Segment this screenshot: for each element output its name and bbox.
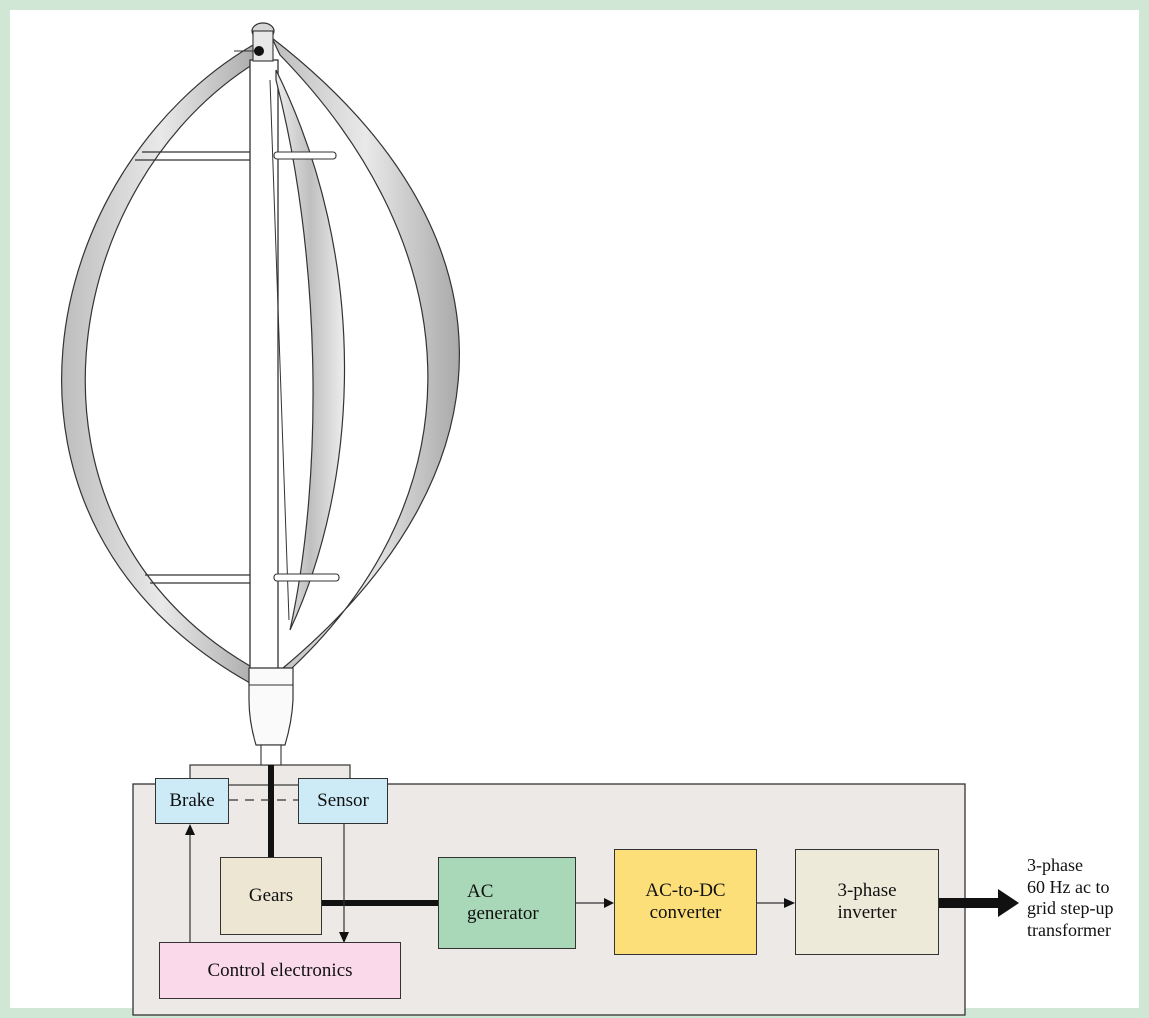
- inner-blade: [275, 69, 346, 631]
- output-shaft: [939, 898, 1001, 908]
- drive-shaft: [268, 765, 274, 864]
- sensor-block: Sensor: [298, 778, 388, 824]
- ac-to-dc-converter-block: AC-to-DC converter: [614, 849, 757, 955]
- bolt: [254, 46, 264, 56]
- output-label: 3-phase 60 Hz ac to grid step-up transfo…: [1027, 855, 1114, 940]
- conv-inv-arrow-head: [784, 898, 795, 908]
- strut-upper-left: [135, 151, 250, 161]
- strut-lower-right: [273, 573, 340, 582]
- ac-generator-block: AC generator: [438, 857, 576, 949]
- gear-shaft: [322, 900, 438, 906]
- shaft-collar: [260, 744, 282, 766]
- gears-block: Gears: [220, 857, 322, 935]
- bottom-hub: [248, 667, 294, 746]
- strut-lower-left: [145, 574, 250, 584]
- output-arrow-head: [998, 889, 1019, 917]
- left-blade: [61, 44, 261, 685]
- sensor-arrow-head: [339, 932, 349, 943]
- strut-upper-right: [273, 151, 337, 160]
- control-electronics-block: Control electronics: [159, 942, 401, 999]
- three-phase-inverter-block: 3-phase inverter: [795, 849, 939, 955]
- brake-arrow-head: [185, 824, 195, 835]
- gen-conv-arrow-head: [604, 898, 614, 908]
- brake-block: Brake: [155, 778, 229, 824]
